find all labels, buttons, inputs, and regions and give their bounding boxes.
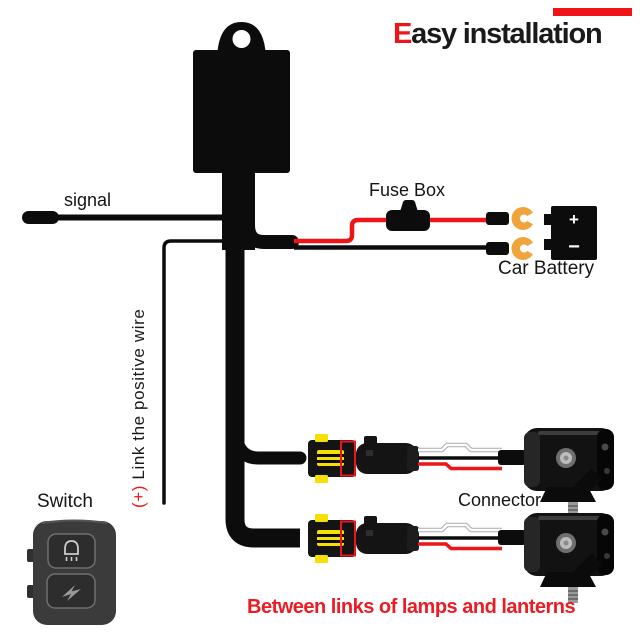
title-accent-letter: E [393, 18, 412, 50]
bottom-note: Between links of lamps and lanterns [247, 596, 576, 618]
connector-pair-row1 [308, 434, 526, 483]
ring-terminal-negative [486, 237, 536, 260]
ring-terminal-positive [486, 207, 536, 230]
switch-label: Switch [37, 491, 93, 512]
connector-pair-row2 [308, 514, 526, 563]
title-accent-bar [553, 8, 632, 16]
lightning-icon [46, 573, 96, 609]
car-battery-graphic [544, 206, 597, 260]
battery-positive-wire [294, 217, 492, 244]
switch-wire [162, 239, 234, 505]
fuse-holder [386, 200, 430, 231]
fuse-box-label: Fuse Box [369, 180, 446, 200]
title-rest: asy installation [411, 18, 603, 50]
spotlight-row1 [524, 428, 614, 518]
battery-plus-symbol: + [569, 210, 579, 229]
harness-trunk [225, 193, 307, 548]
battery-minus-symbol: − [568, 236, 580, 258]
connector-label: Connector [458, 490, 542, 510]
positive-wire-note: (+) Link the positive wire [129, 260, 149, 508]
switch-graphic [27, 519, 116, 625]
control-box [193, 22, 290, 250]
car-battery-label: Car Battery [498, 258, 595, 279]
positive-sign: (+) [129, 484, 148, 508]
page-title: Easy installation [393, 18, 603, 51]
signal-wire [22, 211, 231, 224]
spotlight-row2 [524, 513, 614, 603]
positive-wire-text: Link the positive wire [129, 308, 148, 485]
signal-label: signal [64, 190, 112, 210]
headlight-icon [47, 533, 96, 569]
